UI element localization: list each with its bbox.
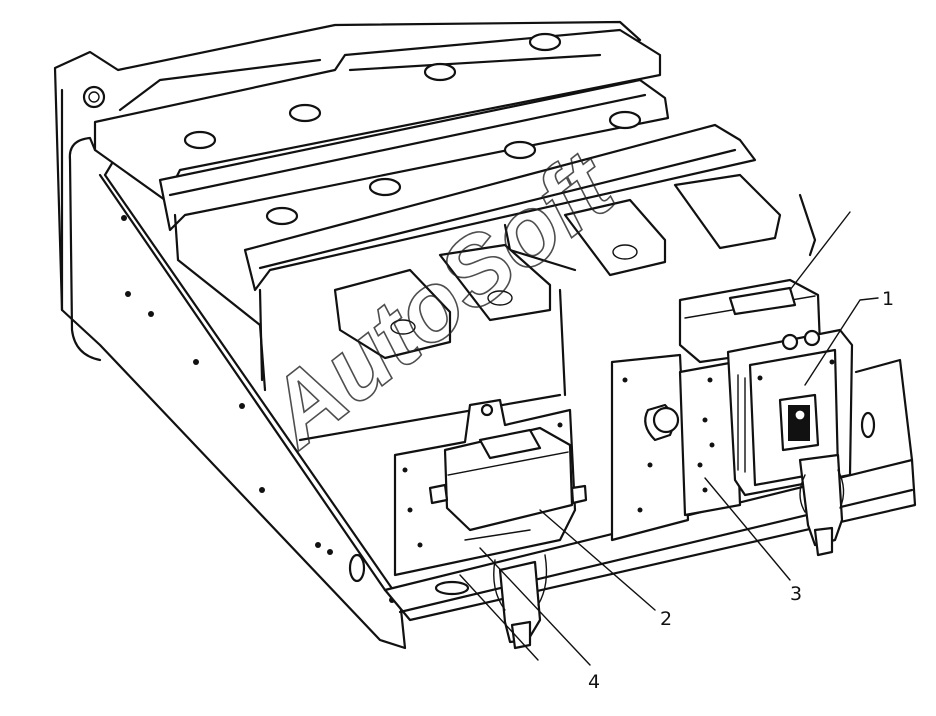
terminal-bolts (183, 32, 642, 226)
right-relay-module (678, 278, 854, 557)
callout-4: 4 (588, 671, 600, 693)
leader-lines (459, 211, 879, 666)
callout-3: 3 (790, 583, 802, 605)
top-terminal-rails (93, 28, 757, 292)
left-relay (393, 398, 588, 650)
callout-2: 2 (660, 608, 672, 630)
center-mounting-plate (610, 353, 690, 542)
callout-1: 1 (882, 288, 894, 310)
battery-module-body (173, 173, 817, 442)
callouts: 1 2 3 4 (588, 288, 894, 693)
right-bracket (678, 360, 742, 517)
